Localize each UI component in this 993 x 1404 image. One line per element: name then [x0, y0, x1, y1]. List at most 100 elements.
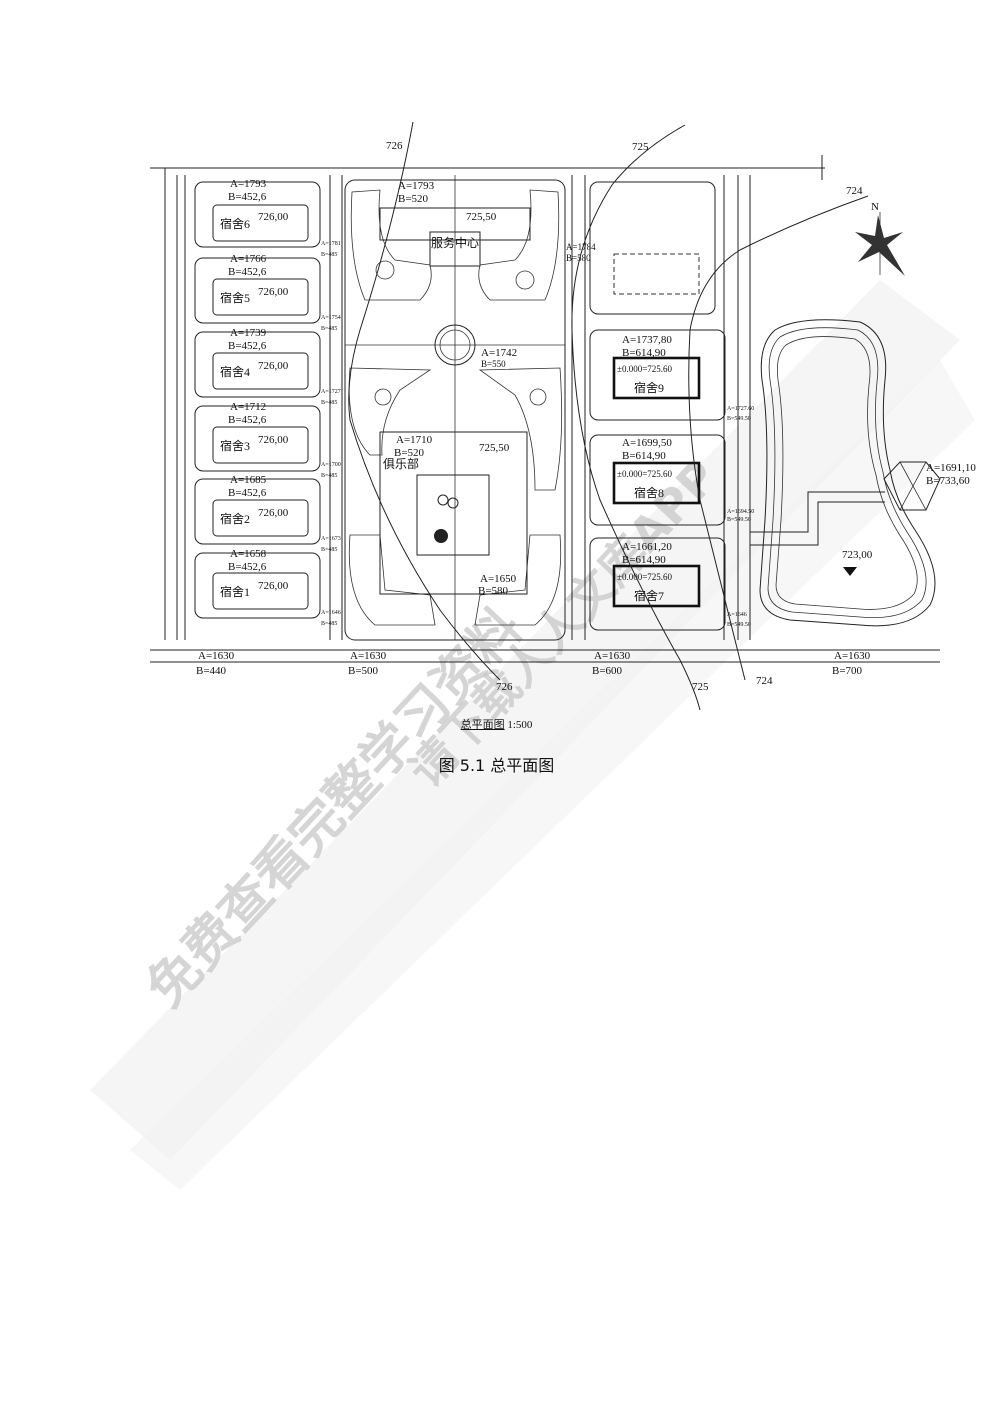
- dorm4-elev: 726,00: [258, 360, 289, 372]
- dorm3-a: A=1712: [230, 401, 266, 413]
- service-b: B=520: [398, 193, 429, 205]
- dorm3-label: 宿舍3: [220, 438, 250, 453]
- coord-700-a: A=1630: [834, 650, 871, 662]
- dorm7-b: B=614,90: [622, 554, 666, 566]
- bottom-coordinates: A=1630 B=440 A=1630 B=500 A=1630 B=600 A…: [196, 650, 871, 677]
- dorm9-side-b: B=549.50: [727, 416, 751, 422]
- center-a: A=1742: [481, 347, 517, 359]
- service-a: A=1793: [398, 180, 435, 192]
- dorm7-side-a: A=1646: [727, 612, 747, 618]
- central-courtyard: 服务中心 A=1793 B=520 725,50 A=1784 B=580 A=…: [344, 175, 596, 641]
- dorm8-b: B=614,90: [622, 450, 666, 462]
- dorm5-side-a: A=1754: [321, 315, 341, 321]
- service-side-a: A=1784: [566, 242, 596, 252]
- dorm7-side-b: B=549.50: [727, 622, 751, 628]
- dorm6-a: A=1793: [230, 178, 267, 190]
- club-a: A=1710: [396, 434, 433, 446]
- plan-subtitle-scale: 1:500: [507, 719, 533, 731]
- dorm1-label: 宿舍1: [220, 584, 250, 599]
- club-label: 俱乐部: [383, 456, 419, 471]
- plan-subtitle-name: 总平面图: [460, 719, 505, 731]
- dorm-column-east: 宿舍9 宿舍8 宿舍7 A=1737,80 B=614,90 A=1699,50…: [589, 181, 754, 631]
- dorm7-a: A=1661,20: [622, 541, 672, 553]
- dorm6-elev: 726,00: [258, 211, 289, 223]
- dorm5-b: B=452,6: [228, 266, 267, 278]
- dorm6-side-a: A=1781: [321, 241, 341, 247]
- contour-726-top: 726: [386, 140, 403, 152]
- coord-600-b: B=600: [592, 665, 623, 677]
- center-b: B=550: [481, 359, 506, 369]
- dorm8-zero: ±0.000=725.60: [617, 469, 673, 479]
- road-lines: [150, 155, 940, 663]
- watermark: 免费查看完整学习资料 请下载人人文库APP: [90, 280, 975, 1190]
- dorm1-elev: 726,00: [258, 580, 289, 592]
- dorm7-zero: ±0.000=725.60: [617, 572, 673, 582]
- pond-elev: 723,00: [842, 549, 873, 561]
- coord-600-a: A=1630: [594, 650, 631, 662]
- dorm7-label: 宿舍7: [634, 588, 664, 603]
- dorm5-side-b: B=485: [321, 326, 337, 332]
- plan-subtitle: 总平面图 1:500: [0, 716, 993, 732]
- coord-700-b: B=700: [832, 665, 863, 677]
- dorm4-side-b: B=485: [321, 400, 337, 406]
- service-label: 服务中心: [431, 235, 479, 250]
- dorm9-b: B=614,90: [622, 347, 666, 359]
- club-a2: A=1650: [480, 573, 517, 585]
- dorm9-side-a: A=1727.60: [727, 406, 754, 412]
- dorm8-a: A=1699,50: [622, 437, 672, 449]
- dorm1-b: B=452,6: [228, 561, 267, 573]
- dorm6-label: 宿舍6: [220, 216, 250, 231]
- dorm2-label: 宿舍2: [220, 511, 250, 526]
- contour-725-bottom: 725: [692, 681, 709, 693]
- dorm1-side-a: A=1646: [321, 610, 341, 616]
- figure-caption: 图 5.1 总平面图: [438, 756, 555, 775]
- coord-440-b: B=440: [196, 665, 227, 677]
- dorm2-b: B=452,6: [228, 487, 267, 499]
- dorm3-b: B=452,6: [228, 414, 267, 426]
- dorm9-zero: ±0.000=725.60: [617, 364, 673, 374]
- dorm2-side-a: A=1673: [321, 536, 341, 542]
- club-b2: B=580: [478, 585, 509, 597]
- dorm3-side-b: B=485: [321, 473, 337, 479]
- pond: A=1691,10 B=733,60 723,00: [750, 319, 976, 627]
- dorm5-elev: 726,00: [258, 286, 289, 298]
- club-b: B=520: [394, 447, 425, 459]
- dorm6-b: B=452,6: [228, 191, 267, 203]
- dorm4-side-a: A=1727: [321, 389, 341, 395]
- dorm-column-west: 宿舍6 宿舍5 宿舍4 宿舍3 宿舍2 宿舍1 A=1793 B=452,6 A…: [194, 178, 341, 627]
- north-arrow: N: [855, 201, 905, 276]
- contour-724-bottom: 724: [756, 675, 773, 687]
- dorm9-a: A=1737,80: [622, 334, 672, 346]
- pavilion-b: B=733,60: [926, 475, 970, 487]
- coord-440-a: A=1630: [198, 650, 235, 662]
- service-side-b: B=580: [566, 253, 591, 263]
- dorm8-side-a: A=1694.50: [727, 509, 754, 515]
- dorm9-label: 宿舍9: [634, 380, 664, 395]
- dorm5-label: 宿舍5: [220, 290, 250, 305]
- dorm4-b: B=452,6: [228, 340, 267, 352]
- dorm4-a: A=1739: [230, 327, 267, 339]
- coord-500-a: A=1630: [350, 650, 387, 662]
- dorm2-elev: 726,00: [258, 507, 289, 519]
- contour-726-bottom: 726: [496, 681, 513, 693]
- dorm3-side-a: A=1700: [321, 462, 341, 468]
- dorm1-side-b: B=485: [321, 621, 337, 627]
- dorm8-side-b: B=549.50: [727, 517, 751, 523]
- coord-500-b: B=500: [348, 665, 379, 677]
- dorm4-label: 宿舍4: [220, 364, 250, 379]
- dorm8-label: 宿舍8: [634, 485, 664, 500]
- contour-724-top: 724: [846, 185, 863, 197]
- pavilion-a: A=1691,10: [926, 462, 976, 474]
- dorm6-side-b: B=485: [321, 252, 337, 258]
- contour-lines: 726 725 724 726 725 724: [348, 121, 869, 711]
- dorm1-a: A=1658: [230, 548, 267, 560]
- north-label: N: [871, 201, 879, 213]
- dorm2-side-b: B=485: [321, 547, 337, 553]
- contour-725-top: 725: [632, 141, 649, 153]
- dorm5-a: A=1766: [230, 253, 267, 265]
- service-elev: 725,50: [466, 211, 497, 223]
- club-elev: 725,50: [479, 442, 510, 454]
- dorm3-elev: 726,00: [258, 434, 289, 446]
- dorm2-a: A=1685: [230, 474, 267, 486]
